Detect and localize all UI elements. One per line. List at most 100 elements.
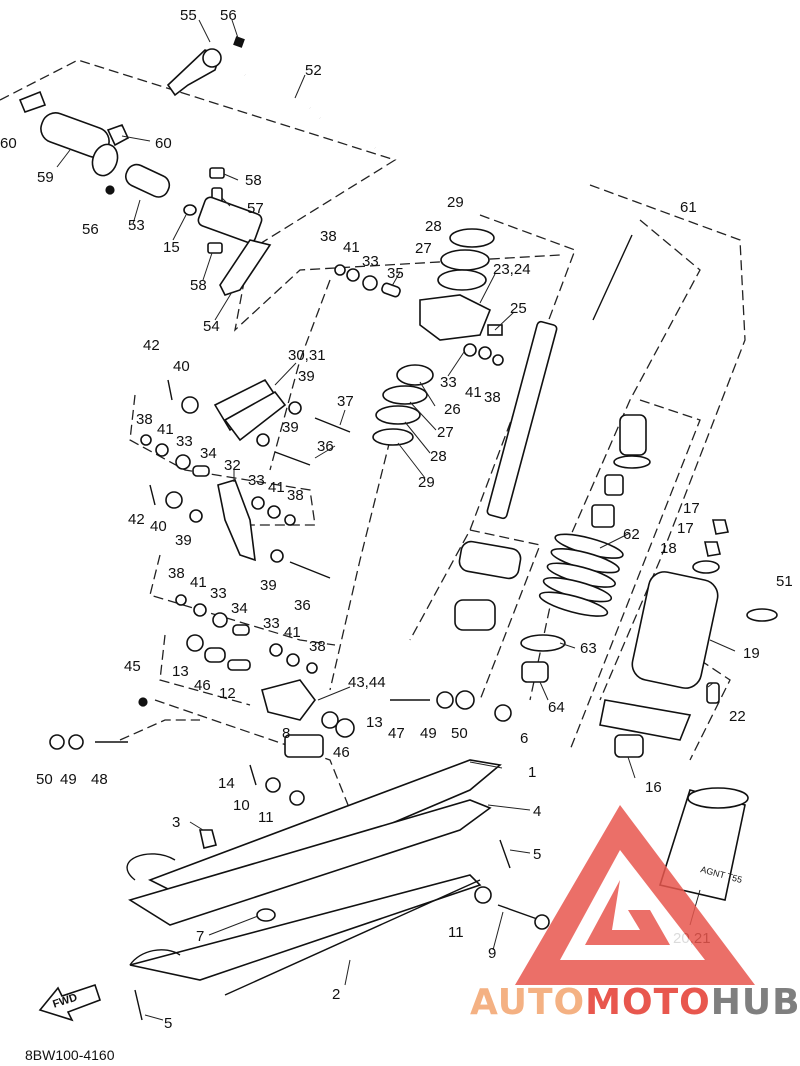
callout: 9 [488, 945, 496, 962]
callout: 27 [415, 240, 432, 257]
callout: 39 [260, 577, 277, 594]
callout: 38 [136, 411, 153, 428]
callout: 41 [284, 624, 301, 641]
callout: 11 [448, 924, 464, 941]
callout: 64 [548, 699, 565, 716]
callout: 49 [60, 771, 77, 788]
callout: 6 [520, 730, 528, 747]
callout: 49 [420, 725, 437, 742]
callout: 60 [155, 135, 172, 152]
automotohub-watermark-logo: AUTOMOTOHUB [470, 805, 800, 1023]
svg-text:AUTOMOTOHUB: AUTOMOTOHUB [470, 982, 800, 1023]
callout: 22 [729, 708, 746, 725]
callout: 34 [231, 600, 248, 617]
callout: 45 [124, 658, 141, 675]
callout: 46 [333, 744, 350, 761]
callout: 33 [362, 253, 379, 270]
callout: 50 [36, 771, 53, 788]
callout: 47 [388, 725, 405, 742]
callout: 39 [298, 368, 315, 385]
callout: 38 [309, 638, 326, 655]
callout: 38 [287, 487, 304, 504]
callout: 3 [172, 814, 180, 831]
callout: 28 [425, 218, 442, 235]
callout: 33 [248, 472, 265, 489]
leader-lines [56, 19, 736, 1021]
callout-labels: 55 56 52 60 60 59 58 57 56 53 15 58 54 2… [0, 7, 793, 1032]
callout: 33 [263, 615, 280, 632]
callout: 34 [200, 445, 217, 462]
callout: 33 [210, 585, 227, 602]
brand-hub: HUB [711, 982, 800, 1023]
callout: 59 [37, 169, 54, 186]
callout: 33 [440, 374, 457, 391]
callout: 54 [203, 318, 220, 335]
callout: 32 [224, 457, 241, 474]
callout: 37 [337, 393, 354, 410]
callout: 62 [623, 526, 640, 543]
callout: 33 [176, 433, 193, 450]
diagram-code: 8BW100-4160 [25, 1047, 115, 1063]
callout: 10 [233, 797, 250, 814]
callout: 38 [320, 228, 337, 245]
callout: 50 [451, 725, 468, 742]
callout: 61 [680, 199, 697, 216]
callout: 36 [317, 438, 334, 455]
callout: 57 [247, 200, 264, 217]
callout: 17 [677, 520, 694, 537]
callout: 38 [168, 565, 185, 582]
callout: 25 [510, 300, 527, 317]
callout: 29 [447, 194, 464, 211]
callout: 40 [173, 358, 190, 375]
callout: 60 [0, 135, 17, 152]
callout: 17 [683, 500, 700, 517]
callout: 58 [245, 172, 262, 189]
callout: 39 [282, 419, 299, 436]
callout: 1 [528, 764, 536, 781]
callout: 27 [437, 424, 454, 441]
group-outlines [0, 59, 746, 811]
callout: 16 [645, 779, 662, 796]
callout: 19 [743, 645, 760, 662]
callout: 8 [282, 725, 290, 742]
callout: 35 [387, 265, 404, 282]
callout: 58 [190, 277, 207, 294]
callout: 38 [484, 389, 501, 406]
callout: 4 [533, 803, 541, 820]
callout: 13 [172, 663, 189, 680]
callout: 7 [196, 928, 204, 945]
callout: 36 [294, 597, 311, 614]
parts-drawings [18, 36, 778, 1021]
callout: 41 [190, 574, 207, 591]
callout: 42 [143, 337, 160, 354]
callout: 56 [82, 221, 99, 238]
brand-auto: AUTO [470, 982, 585, 1023]
callout: 29 [418, 474, 435, 491]
callout: 41 [343, 239, 360, 256]
callout: 5 [164, 1015, 172, 1032]
callout: 26 [444, 401, 461, 418]
callout: 56 [220, 7, 237, 24]
callout: 41 [268, 479, 285, 496]
callout: 52 [305, 62, 322, 79]
callout: 14 [218, 775, 235, 792]
callout: 11 [258, 809, 274, 826]
callout: 13 [366, 714, 383, 731]
callout: 42 [128, 511, 145, 528]
callout: 15 [163, 239, 180, 256]
callout: 48 [91, 771, 108, 788]
callout: 2 [332, 986, 340, 1003]
callout: 53 [128, 217, 145, 234]
callout: 43,44 [348, 674, 386, 691]
callout: 18 [660, 540, 677, 557]
callout: 30,31 [288, 347, 326, 364]
callout: 12 [219, 685, 236, 702]
callout: 39 [175, 532, 192, 549]
callout: 23,24 [493, 261, 531, 278]
callout: 41 [157, 421, 174, 438]
callout: 51 [776, 573, 793, 590]
callout: 41 [465, 384, 482, 401]
callout: 63 [580, 640, 597, 657]
callout: 55 [180, 7, 197, 24]
